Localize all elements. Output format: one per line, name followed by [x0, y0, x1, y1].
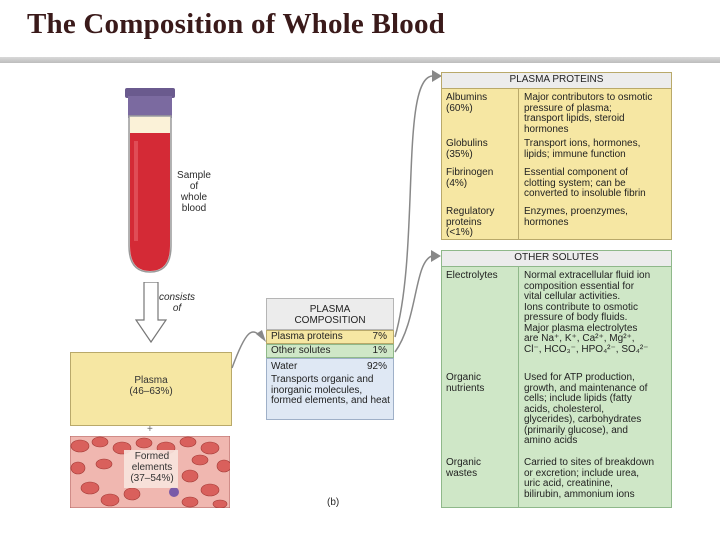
- composition-row-name: Water: [271, 361, 298, 372]
- blood-tube-illustration: [125, 88, 175, 273]
- composition-row-value: 7%: [372, 331, 387, 342]
- plasma-box: Plasma (46–63%): [70, 352, 232, 426]
- consists-arrow: [134, 282, 168, 344]
- formed-label-backdrop: [124, 450, 178, 488]
- formed-elements-percent: (37–54%): [130, 473, 174, 484]
- water-note: Transports organic and inorganic molecul…: [271, 374, 390, 406]
- slide-title: The Composition of Whole Blood: [27, 8, 445, 40]
- composition-header-cell: PLASMA COMPOSITION: [266, 298, 394, 330]
- tube-divider-tick: +: [147, 424, 153, 435]
- composition-row-value: 92%: [366, 361, 387, 372]
- plasma-proteins-table: PLASMA PROTEINS Albumins (60%) Major con…: [441, 72, 672, 240]
- protein-description: Major contributors to osmotic pressure o…: [524, 92, 653, 135]
- composition-row-proteins: Plasma proteins 7%: [266, 330, 394, 344]
- protein-name: Fibrinogen (4%): [446, 167, 494, 189]
- plasma-proteins-header: PLASMA PROTEINS: [509, 74, 604, 85]
- formed-elements-label: Formed elements: [131, 451, 173, 473]
- composition-row-name: Plasma proteins: [271, 331, 343, 342]
- solute-description: Normal extracellular fluid ion compositi…: [524, 270, 651, 355]
- solute-name: Electrolytes: [446, 270, 498, 281]
- plasma-composition-table: PLASMA COMPOSITION Plasma proteins 7% Ot…: [266, 298, 394, 420]
- consists-of-label: consists of: [158, 292, 196, 314]
- white-blood-cell: [169, 487, 179, 497]
- other-solutes-table: OTHER SOLUTES Electrolytes Normal extrac…: [441, 250, 672, 508]
- figure-label: (b): [327, 497, 340, 508]
- column-divider: [518, 88, 519, 239]
- composition-header: PLASMA COMPOSITION: [294, 304, 366, 326]
- composition-row-water: Water 92% Transports organic and inorgan…: [266, 358, 394, 420]
- composition-row-solutes: Other solutes 1%: [266, 344, 394, 358]
- protein-description: Essential component of clotting system; …: [524, 167, 646, 199]
- other-solutes-header: OTHER SOLUTES: [514, 252, 599, 263]
- protein-name: Globulins (35%): [446, 138, 488, 160]
- protein-description: Enzymes, proenzymes, hormones: [524, 206, 628, 228]
- plasma-proteins-header-cell: PLASMA PROTEINS: [442, 73, 671, 89]
- solute-description: Carried to sites of breakdown or excreti…: [524, 457, 655, 500]
- formed-elements-box: [70, 436, 230, 508]
- composition-row-value: 1%: [372, 345, 387, 356]
- proteins-arrow: [394, 75, 433, 338]
- solute-name: Organic nutrients: [446, 372, 485, 394]
- protein-name: Regulatory proteins (<1%): [446, 206, 495, 238]
- protein-name: Albumins (60%): [446, 92, 488, 114]
- tube-cap-top: [125, 88, 175, 98]
- protein-description: Transport ions, hormones, lipids; immune…: [524, 138, 641, 160]
- tube-highlight: [134, 141, 138, 241]
- plasma-percent: (46–63%): [129, 386, 173, 397]
- solute-description: Used for ATP production, growth, and mai…: [524, 372, 648, 446]
- plasma-label: Plasma: [134, 375, 168, 386]
- plasma-to-composition-arrow: [231, 331, 263, 369]
- other-solutes-header-cell: OTHER SOLUTES: [442, 251, 671, 267]
- title-divider: [0, 57, 720, 63]
- solute-name: Organic wastes: [446, 457, 482, 479]
- solutes-arrow: [394, 255, 433, 353]
- tube-blood: [130, 133, 170, 271]
- tube-label: Sample of whole blood: [177, 170, 211, 214]
- composition-row-name: Other solutes: [271, 345, 331, 356]
- tube-cap: [128, 96, 172, 118]
- column-divider: [518, 266, 519, 507]
- tube-plasma-layer: [130, 117, 170, 133]
